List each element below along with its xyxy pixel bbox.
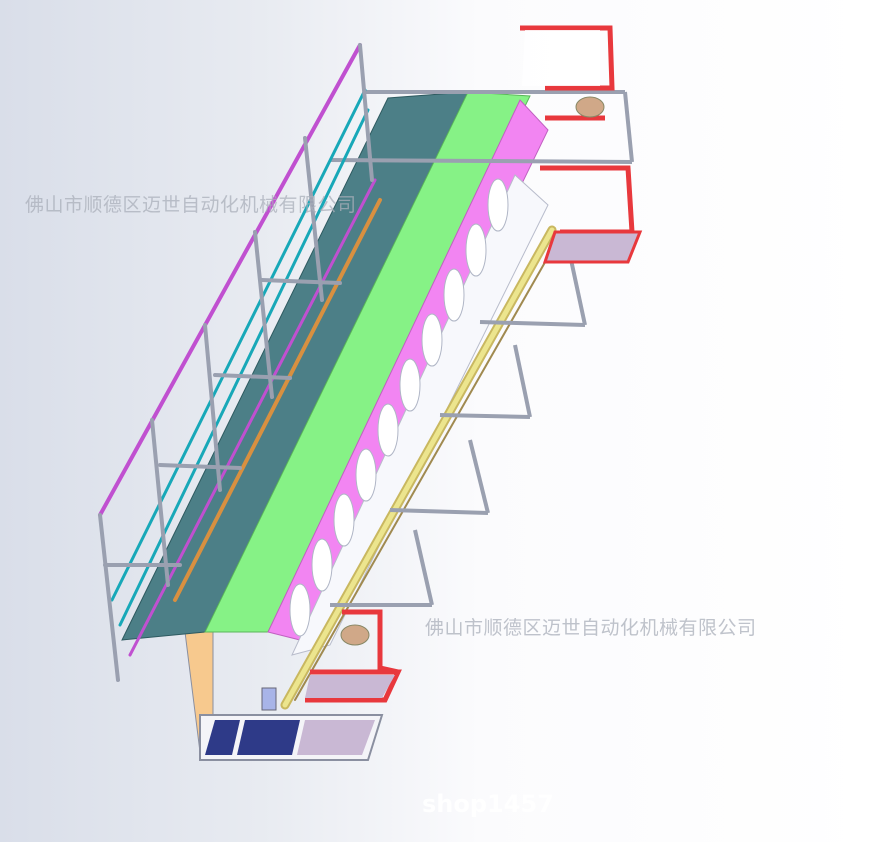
red-frame-bottom xyxy=(305,609,402,703)
discs xyxy=(289,178,509,637)
watermark-company-bottom: 佛山市顺德区迈世自动化机械有限公司 xyxy=(425,617,757,639)
motor xyxy=(575,96,605,118)
base-cabinet xyxy=(184,631,384,761)
white-panel-top xyxy=(522,30,600,86)
lavender-panel-top xyxy=(542,230,643,264)
safety-railing xyxy=(98,43,377,682)
support-legs xyxy=(329,90,634,607)
motor-bottom xyxy=(340,624,370,646)
yellow-rails xyxy=(173,198,561,710)
lavender-panel-bottom xyxy=(305,675,395,698)
green-panel xyxy=(204,91,531,633)
watermark-shop: shop1457 xyxy=(422,790,554,818)
watermark-company-top: 佛山市顺德区迈世自动化机械有限公司 xyxy=(25,194,357,216)
